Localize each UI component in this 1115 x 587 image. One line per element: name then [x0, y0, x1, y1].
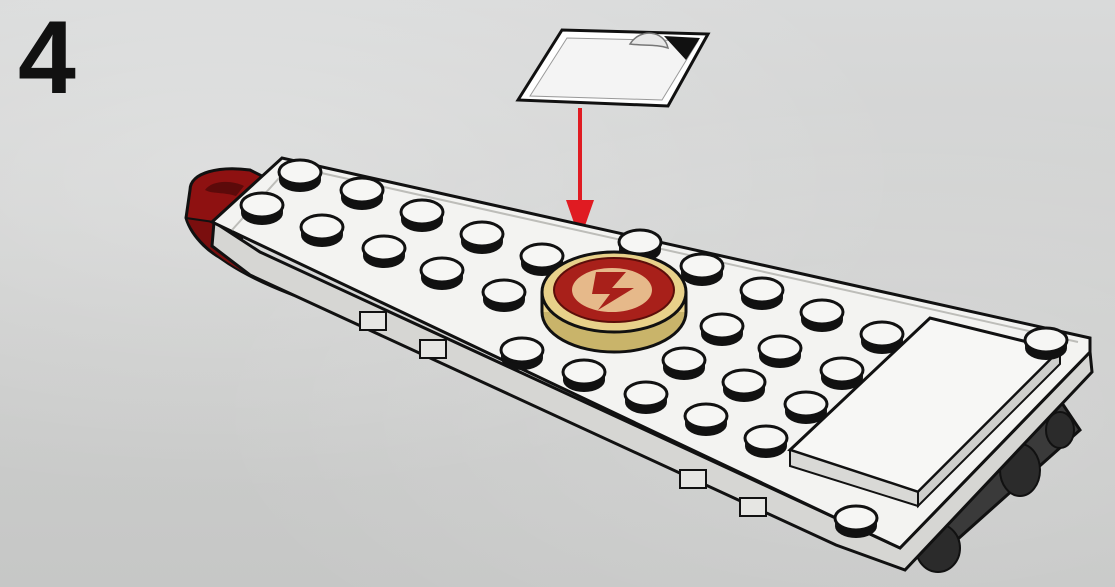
stud — [701, 314, 743, 346]
stud — [625, 382, 667, 414]
stud — [723, 370, 765, 402]
stud — [483, 280, 525, 312]
stud — [461, 222, 503, 254]
stud — [241, 193, 283, 225]
stud — [663, 348, 705, 380]
stud — [363, 236, 405, 268]
stud — [421, 258, 463, 290]
round-printed-tile-icon — [542, 252, 686, 352]
stud — [685, 404, 727, 436]
stud — [835, 506, 877, 538]
stud — [821, 358, 863, 390]
stud — [681, 254, 723, 286]
stud — [279, 160, 321, 192]
stud — [801, 300, 843, 332]
stud — [861, 322, 903, 354]
stud — [401, 200, 443, 232]
stud — [759, 336, 801, 368]
stud — [741, 278, 783, 310]
stud — [563, 360, 605, 392]
stud — [785, 392, 827, 424]
stud — [301, 215, 343, 247]
stud — [745, 426, 787, 458]
placement-arrow-icon — [566, 108, 594, 240]
stud — [501, 338, 543, 370]
stud — [341, 178, 383, 210]
sticker-icon — [518, 30, 708, 106]
stud — [1025, 328, 1067, 360]
